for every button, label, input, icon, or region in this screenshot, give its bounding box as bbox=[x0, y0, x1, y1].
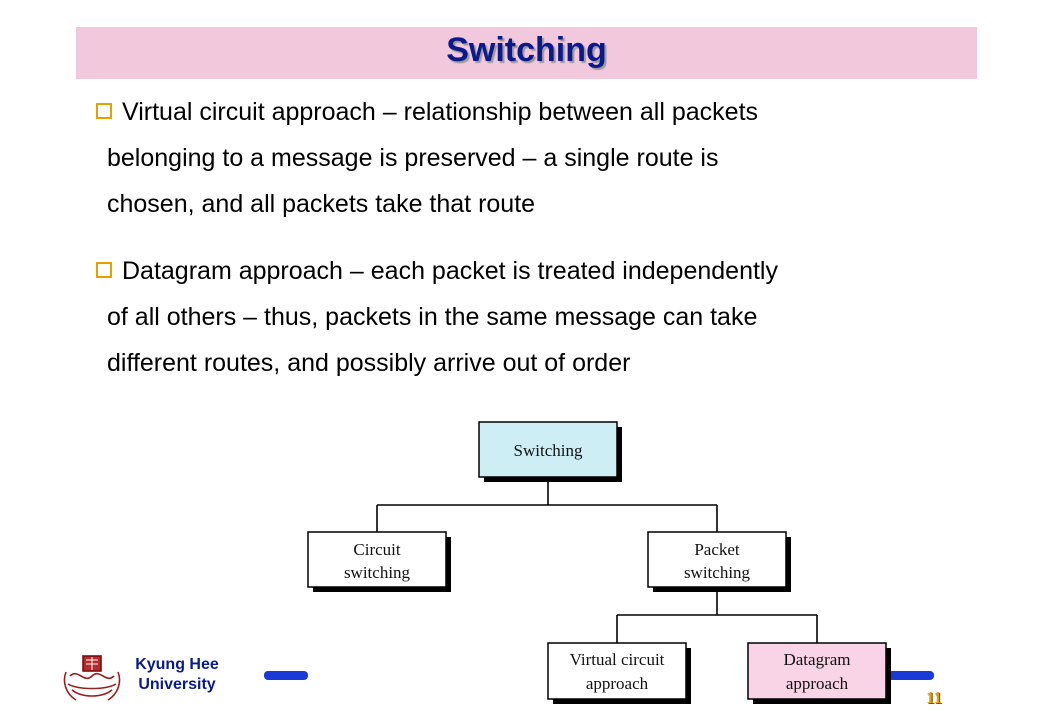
page-number: 11 bbox=[926, 688, 943, 707]
bullet-line: chosen, and all packets take that route bbox=[107, 190, 536, 218]
node-circuit-label-2: switching bbox=[344, 563, 411, 582]
bullet-virtual-circuit: Virtual circuit approach – relationship … bbox=[96, 89, 986, 227]
bullet-line: belonging to a message is preserved – a … bbox=[107, 144, 719, 172]
node-datagram-label-2: approach bbox=[786, 674, 849, 693]
university-name-line1: Kyung Hee bbox=[135, 656, 219, 673]
bullet-text: Virtual circuit approach – relationship … bbox=[122, 98, 759, 126]
node-datagram-approach: Datagram approach bbox=[747, 642, 891, 704]
footer-accent-bar-left bbox=[264, 671, 308, 680]
bullet-datagram: Datagram approach – each packet is treat… bbox=[96, 248, 986, 386]
bullet-line: Datagram approach – each packet is treat… bbox=[96, 248, 986, 294]
node-virtual-circuit-approach: Virtual circuit approach bbox=[547, 642, 691, 704]
node-datagram-label-1: Datagram bbox=[783, 650, 850, 669]
node-switching-label: Switching bbox=[514, 441, 583, 460]
node-packet-label-1: Packet bbox=[694, 540, 740, 559]
slide-title: Switching bbox=[446, 31, 607, 69]
bullet-line: of all others – thus, packets in the sam… bbox=[107, 303, 758, 331]
footer-accent-bar-right bbox=[888, 671, 934, 680]
node-packet-switching: Packet switching bbox=[647, 531, 791, 592]
square-bullet-icon bbox=[96, 103, 112, 119]
node-circuit-switching: Circuit switching bbox=[307, 531, 451, 592]
node-circuit-label-1: Circuit bbox=[353, 540, 400, 559]
diagram-connectors bbox=[376, 482, 818, 643]
bullet-line: Virtual circuit approach – relationship … bbox=[96, 89, 986, 135]
university-crest-icon bbox=[63, 655, 121, 701]
square-bullet-icon bbox=[96, 262, 112, 278]
university-name-line2: University bbox=[138, 676, 216, 693]
node-virtual-label-1: Virtual circuit bbox=[570, 650, 665, 669]
bullet-text: Datagram approach – each packet is treat… bbox=[122, 257, 778, 285]
node-packet-label-2: switching bbox=[684, 563, 751, 582]
node-virtual-label-2: approach bbox=[586, 674, 649, 693]
bullet-line: different routes, and possibly arrive ou… bbox=[107, 349, 631, 377]
title-bar: Switching bbox=[76, 27, 977, 79]
node-switching: Switching bbox=[478, 421, 622, 482]
university-name: Kyung Hee University bbox=[124, 655, 230, 695]
